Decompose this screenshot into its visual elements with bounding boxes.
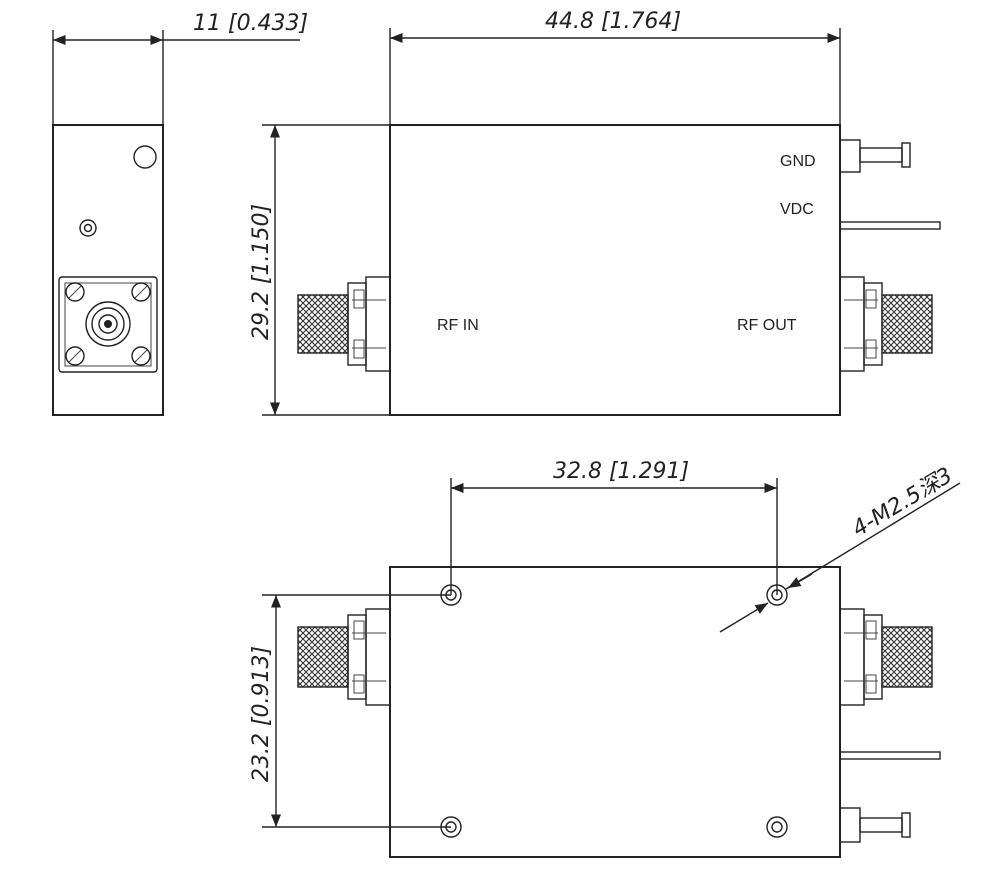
label-rf-out: RF OUT bbox=[737, 317, 797, 334]
side-view bbox=[52, 30, 300, 416]
mount-hole bbox=[766, 816, 788, 838]
bottom-view bbox=[262, 478, 961, 858]
label-vdc: VDC bbox=[780, 201, 814, 218]
label-rf-in: RF IN bbox=[437, 317, 479, 334]
dim-height: 29.2 [1.150] bbox=[249, 204, 274, 340]
dim-hole-spacing-y: 23.2 [0.913] bbox=[249, 646, 274, 782]
dim-width-side: 11 [0.433] bbox=[193, 11, 308, 36]
front-view bbox=[262, 28, 941, 416]
dim-hole-spacing-x: 32.8 [1.291] bbox=[553, 459, 689, 484]
dim-length: 44.8 [1.764] bbox=[545, 9, 681, 34]
dim-mount-holes: 4-M2.5深3 bbox=[848, 463, 957, 542]
label-gnd: GND bbox=[780, 153, 816, 170]
